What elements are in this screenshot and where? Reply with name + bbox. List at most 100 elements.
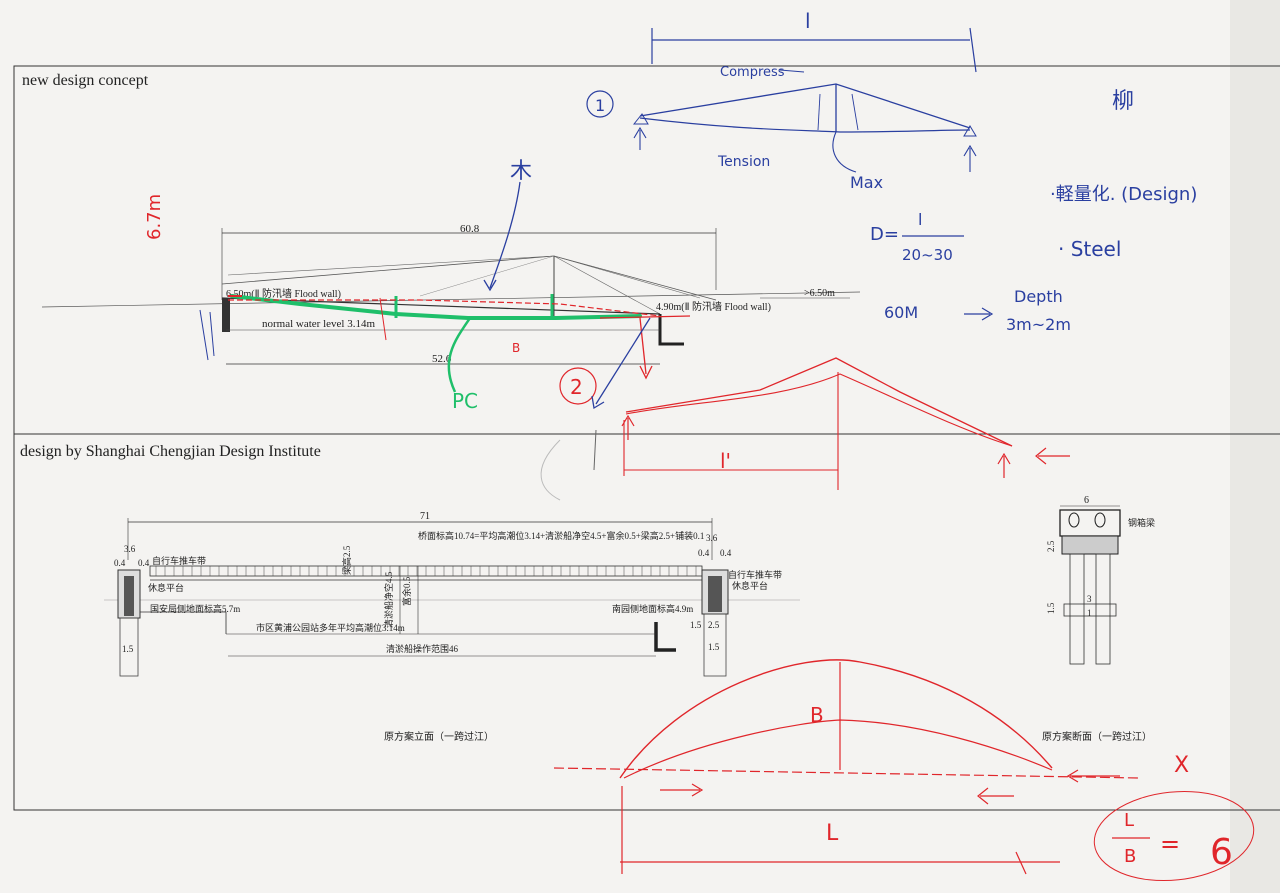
- section-dim-1: 1: [1087, 608, 1092, 618]
- blue-arrow-circle2: [595, 317, 651, 405]
- water-level-label: normal water level 3.14m: [262, 318, 375, 330]
- design-note: ·軽量化. (Design): [1050, 184, 1197, 205]
- steel-note: · Steel: [1058, 237, 1121, 261]
- formula-numerator: l: [918, 210, 922, 229]
- blue-arrowhead-circle2: [591, 395, 605, 410]
- far-right-level-label: >6.50m: [804, 288, 835, 299]
- l-dim-tick-right: [969, 27, 977, 73]
- height-67-label: 6.7m: [144, 194, 165, 240]
- left-tag-bike: 自行车推车带: [152, 555, 206, 566]
- red-arch-end-arrow: [1066, 769, 1120, 783]
- red-arrow-right: [599, 315, 691, 319]
- right-dim-04a: 0.4: [698, 548, 710, 558]
- red-l-dim-tick-right: [1015, 851, 1027, 875]
- section-dim-3: 3: [1087, 594, 1092, 604]
- compress-label: Compress: [720, 65, 785, 80]
- tension-label: Tension: [717, 154, 770, 170]
- red-b-stroke: [379, 297, 387, 341]
- right-ground-label: 南园侧地面标高4.9m: [612, 603, 693, 614]
- section-width-label: 6: [1084, 495, 1089, 506]
- ratio-loop: [1093, 790, 1255, 882]
- red-support-right-arrow: [997, 452, 1011, 478]
- wood-note: 木: [510, 159, 532, 184]
- left-dim-04a: 0.4: [114, 558, 126, 568]
- circle-2-mark: [559, 367, 597, 405]
- right-dim-04b: 0.4: [720, 548, 732, 558]
- right-level-label: 4.90m(Ⅱ 防汛墙 Flood wall): [656, 300, 771, 313]
- l-prime-label: l': [720, 449, 731, 473]
- circle-2-label: 2: [570, 375, 583, 399]
- right-tag-rest: 休息平台: [732, 580, 768, 591]
- circle-1-mark: [586, 90, 614, 118]
- roof-diagonal-2: [419, 255, 555, 297]
- red-support-left-arrow: [621, 414, 635, 440]
- water-span-label: 清淤船操作范围46: [386, 643, 459, 654]
- max-label: Max: [850, 173, 883, 192]
- red-arch-outer: [619, 659, 1053, 779]
- max-pointer: [832, 131, 857, 173]
- concept-1-support-left: [632, 113, 649, 125]
- red-deck-line: [228, 299, 661, 317]
- span-total-label: 60.8: [460, 223, 480, 235]
- section-dim-15: 1.5: [1046, 602, 1056, 614]
- deck-line: [221, 297, 661, 315]
- left-ground-label: 国安局侧地面标高5.7m: [150, 603, 240, 614]
- right-small-label-2: 2.5: [708, 620, 720, 630]
- right-post-label: 1.5: [708, 642, 720, 652]
- left-pile: [119, 617, 139, 677]
- top-panel-title: new design concept: [22, 72, 149, 89]
- ground-line: [41, 291, 861, 308]
- compress-arrow: [779, 69, 805, 73]
- left-bank-hatch-2: [209, 311, 215, 357]
- formula-lhs: D=: [870, 224, 899, 245]
- section-figure-left: [1068, 512, 1080, 528]
- section-caption: 原方案断面（一跨过江）: [1042, 730, 1152, 743]
- margin-label: 富余0.5: [401, 576, 412, 606]
- concept-1-reaction-left: [633, 126, 647, 150]
- left-dim-36: 3.6: [124, 544, 136, 554]
- clear-height-label: 清淤船净空4.5: [383, 571, 394, 628]
- green-pc-deck: [230, 294, 642, 320]
- span-60-note: 60M: [884, 303, 918, 322]
- deck-note: 桥面标高10.74=平均高潮位3.14+清淤船净空4.5+富余0.5+梁高2.5…: [418, 530, 704, 541]
- wood-arrow: [489, 181, 521, 289]
- section-pier-right: [1095, 553, 1111, 665]
- pencil-stroke-lower: [593, 429, 597, 471]
- left-post-label: 1.5: [122, 644, 134, 654]
- concept-1-web-2: [851, 93, 859, 131]
- left-tower-core: [124, 576, 134, 616]
- arch-b-label: B: [810, 703, 824, 727]
- arch-l-label: L: [826, 821, 839, 846]
- red-arrowhead-down: [639, 365, 653, 380]
- left-ground-step: [140, 611, 227, 634]
- section-deck: [1061, 535, 1119, 555]
- l-label: l: [805, 9, 811, 33]
- water-mark-label: 市区黄浦公园站多年平均高潮位3.14m: [256, 622, 405, 633]
- right-dim-36: 3.6: [706, 533, 718, 543]
- right-pile: [703, 613, 727, 677]
- left-bank-hatch: [199, 309, 209, 361]
- chinese-title: 柳: [1112, 89, 1134, 114]
- circle-1-label: 1: [595, 96, 605, 115]
- ratio-equals: =: [1160, 830, 1180, 858]
- right-tag-bike: 自行车推车带: [728, 569, 782, 580]
- depth-value: 3m~2m: [1006, 315, 1071, 334]
- concept-1-reaction-right: [963, 144, 977, 172]
- ratio-numerator: L: [1124, 810, 1134, 831]
- inner-span-label: 52.6: [432, 353, 452, 365]
- section-figure-right: [1094, 512, 1106, 528]
- section-pier-left: [1069, 553, 1085, 665]
- b-mark: B: [512, 341, 520, 355]
- deck-panel-ticks: [155, 566, 697, 576]
- left-dim-04b: 0.4: [138, 558, 150, 568]
- left-tag-rest: 休息平台: [148, 582, 184, 593]
- section-dim-25: 2.5: [1046, 540, 1056, 552]
- section-cap: [1063, 603, 1117, 617]
- formula-denominator: 20~30: [902, 246, 953, 264]
- pc-label: PC: [452, 389, 478, 413]
- right-tower-core: [708, 576, 722, 612]
- beam-height-label: 梁高2.5: [341, 545, 352, 575]
- cross-mark: X: [1174, 753, 1189, 778]
- left-bank-wall: [222, 298, 230, 332]
